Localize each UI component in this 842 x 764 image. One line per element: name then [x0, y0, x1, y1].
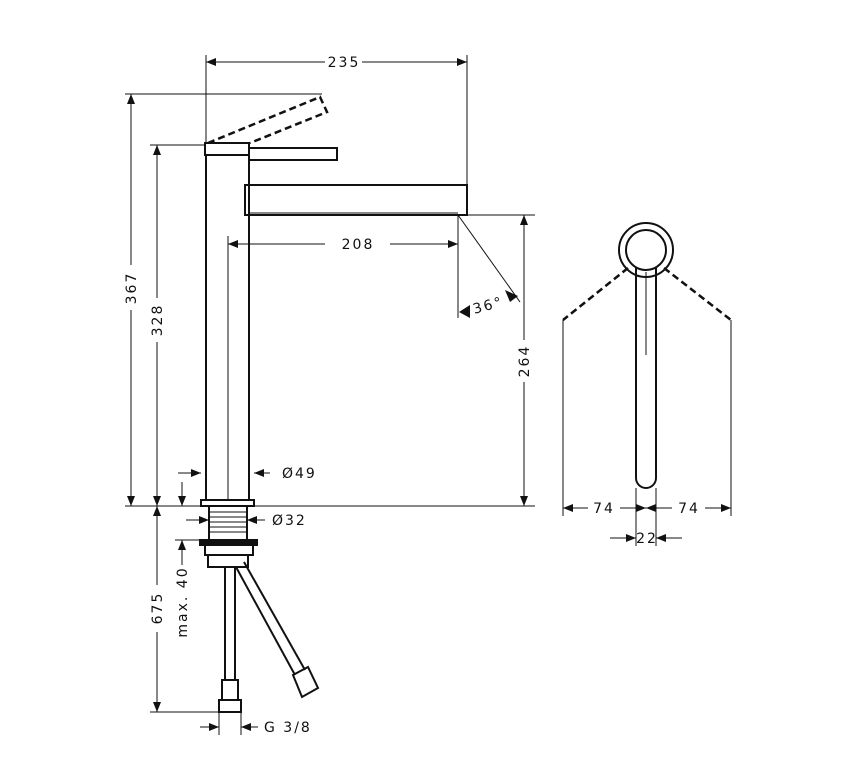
- dim-max-40: max. 40: [175, 566, 191, 637]
- dim-connection-thread: G 3/8: [264, 720, 312, 736]
- lever-inner-circle: [625, 229, 667, 271]
- spout: [244, 184, 468, 216]
- lever-swing-left-dashed: [562, 267, 629, 321]
- dim-328: 328: [150, 304, 166, 337]
- dim-body-diameter: Ø49: [282, 466, 317, 482]
- mounting-thread: [199, 505, 258, 568]
- dim-675: 675: [150, 592, 166, 625]
- faucet-side-view: [199, 95, 468, 713]
- dim-264: 264: [517, 345, 533, 378]
- dim-235: 235: [328, 55, 361, 71]
- lever-handle: [248, 147, 338, 161]
- dim-22: 22: [636, 531, 658, 547]
- dimension-lines: [125, 55, 535, 735]
- supply-hoses: [218, 561, 320, 713]
- lever-raised-dashed: [207, 95, 329, 145]
- dim-74-right: 74: [678, 501, 700, 517]
- dim-thread-diameter: Ø32: [272, 513, 307, 529]
- dim-74-left: 74: [593, 501, 615, 517]
- dim-208: 208: [342, 237, 375, 253]
- faucet-front-view: [562, 222, 732, 546]
- dim-angle: 36°: [471, 294, 505, 317]
- dim-367: 367: [124, 272, 140, 305]
- lever-swing-right-dashed: [663, 267, 732, 321]
- body-front: [635, 268, 657, 489]
- lever-cap: [204, 142, 250, 156]
